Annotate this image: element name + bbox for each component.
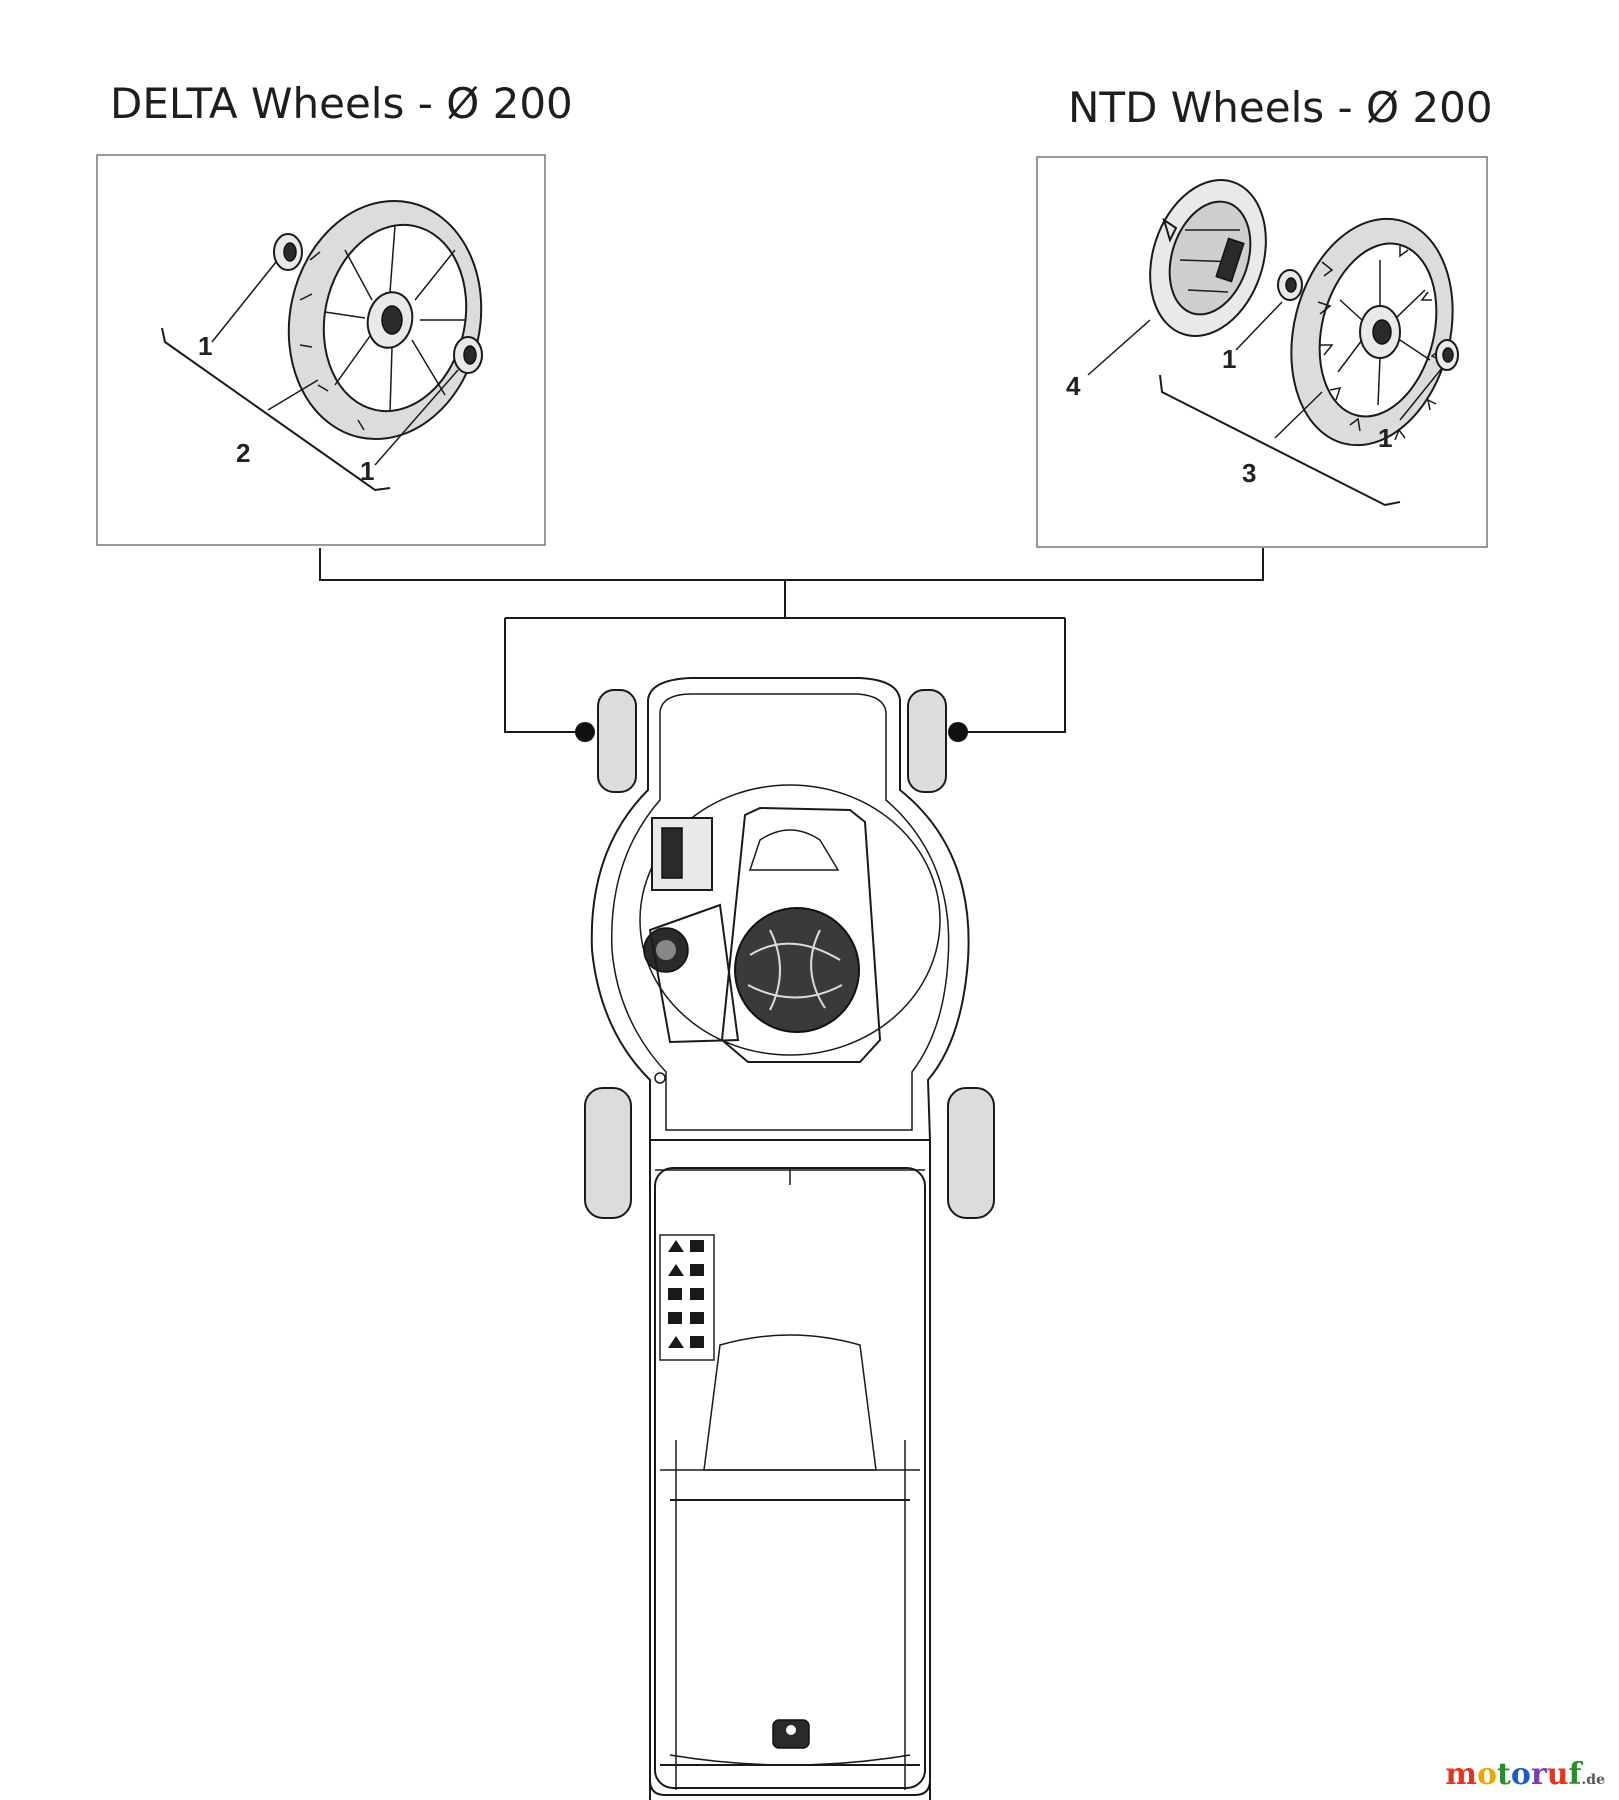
watermark-letter: t — [1497, 1757, 1511, 1792]
engine — [639, 784, 941, 1084]
watermark-letter: m — [1445, 1757, 1477, 1792]
ntd-wheels-panel: 4 1 3 1 — [1036, 156, 1488, 548]
callout-ntd-bearing-2: 1 — [1378, 423, 1392, 453]
watermark-letter: u — [1546, 1757, 1569, 1792]
rear-right-wheel — [947, 1087, 995, 1219]
delta-wheel — [287, 199, 483, 441]
watermark-letter: r — [1530, 1757, 1547, 1792]
front-right-wheel — [907, 689, 947, 793]
ntd-wheel — [1290, 217, 1454, 447]
connector-lines — [319, 548, 1264, 742]
catcher-handle — [703, 1334, 877, 1471]
mower-deck — [590, 677, 970, 1141]
watermark-letter: f — [1568, 1757, 1582, 1792]
callout-ntd-wheel: 3 — [1242, 458, 1256, 488]
callout-ntd-bearing: 1 — [1222, 344, 1236, 374]
warning-labels — [659, 1234, 715, 1361]
mower-handle — [649, 1160, 931, 1796]
delta-bearing-upper — [273, 233, 303, 271]
rear-left-wheel — [584, 1087, 632, 1219]
front-left-wheel — [597, 689, 637, 793]
delta-wheels-title: DELTA Wheels - Ø 200 — [110, 79, 573, 128]
front-right-wheel-marker — [948, 722, 968, 742]
watermark: motoruf.de — [1445, 1757, 1605, 1792]
watermark-letter: o — [1477, 1757, 1498, 1792]
callout-delta-wheel: 2 — [236, 438, 250, 468]
ntd-bearing-lower — [1435, 339, 1459, 371]
watermark-letter: o — [1510, 1757, 1531, 1792]
delta-bearing-lower — [453, 336, 483, 374]
callout-ntd-hubcap: 4 — [1066, 371, 1081, 401]
watermark-suffix: .de — [1581, 1772, 1605, 1788]
ntd-hubcap — [1149, 179, 1267, 337]
callout-delta-bearing: 1 — [198, 331, 212, 361]
lawnmower-top-view — [584, 677, 995, 1800]
front-left-wheel-marker — [575, 722, 595, 742]
delta-wheels-panel: 1 2 1 — [96, 154, 546, 546]
ntd-wheels-title: NTD Wheels - Ø 200 — [1068, 83, 1493, 132]
engine-flywheel — [734, 907, 860, 1033]
ntd-bearing-upper — [1277, 269, 1303, 301]
callout-delta-bearing-2: 1 — [360, 456, 374, 486]
